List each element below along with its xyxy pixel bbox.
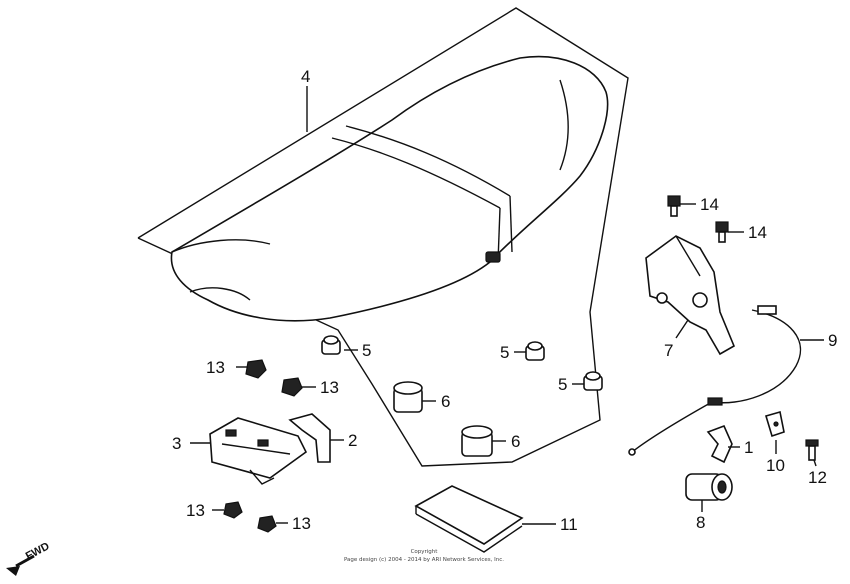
lock-cylinder-8[interactable] xyxy=(685,473,733,501)
copyright-line-2: Page design (c) 2004 - 2014 by ARI Netwo… xyxy=(344,557,504,563)
callout-7: 7 xyxy=(664,341,673,360)
cushion-5c[interactable] xyxy=(583,371,603,391)
cable-9[interactable] xyxy=(628,305,802,456)
seat[interactable] xyxy=(170,55,609,322)
clip-10[interactable] xyxy=(765,410,785,438)
callout-6a: 6 xyxy=(441,392,450,411)
cushion-6a[interactable] xyxy=(393,381,423,413)
callout-13b: 13 xyxy=(320,378,339,397)
nut-13c[interactable] xyxy=(223,501,243,519)
callout-10: 10 xyxy=(766,456,785,475)
callout-6b: 6 xyxy=(511,432,520,451)
pouch-11[interactable] xyxy=(414,485,524,553)
cushion-6b[interactable] xyxy=(461,425,493,457)
bolt-14a[interactable] xyxy=(667,195,681,217)
callout-13a: 13 xyxy=(206,358,225,377)
callout-4: 4 xyxy=(301,67,310,86)
callout-2: 2 xyxy=(348,431,357,450)
cushion-5b[interactable] xyxy=(525,341,545,361)
fwd-arrow: FWD xyxy=(6,540,52,576)
callout-1: 1 xyxy=(744,438,753,457)
seat-group-outline xyxy=(137,7,629,467)
hook-2[interactable] xyxy=(288,413,331,463)
fwd-label: FWD xyxy=(24,540,52,562)
callout-13c: 13 xyxy=(186,501,205,520)
clip-1[interactable] xyxy=(706,424,733,464)
callout-5b: 5 xyxy=(500,343,509,362)
bolt-14b[interactable] xyxy=(715,221,729,243)
leader-lines xyxy=(190,86,824,525)
callout-5a: 5 xyxy=(362,341,371,360)
callouts: 4 5 5 5 6 6 13 13 13 13 3 2 14 14 7 9 1 … xyxy=(172,67,837,534)
callout-11: 11 xyxy=(560,515,578,534)
nut-13d[interactable] xyxy=(257,515,277,533)
bracket-7[interactable] xyxy=(645,235,736,356)
screw-12[interactable] xyxy=(805,439,819,461)
callout-12: 12 xyxy=(808,468,827,487)
callout-14a: 14 xyxy=(700,195,719,214)
lock-bracket-3[interactable] xyxy=(209,417,308,485)
callout-8: 8 xyxy=(696,513,705,532)
callout-9: 9 xyxy=(828,331,837,350)
callout-3: 3 xyxy=(172,434,181,453)
callout-5c: 5 xyxy=(558,375,567,394)
cushion-5a[interactable] xyxy=(321,335,341,355)
nut-13b[interactable] xyxy=(281,377,303,397)
callout-14b: 14 xyxy=(748,223,767,242)
callout-13d: 13 xyxy=(292,514,311,533)
copyright-line-1: Copyright xyxy=(411,549,439,555)
nut-13a[interactable] xyxy=(245,359,267,379)
